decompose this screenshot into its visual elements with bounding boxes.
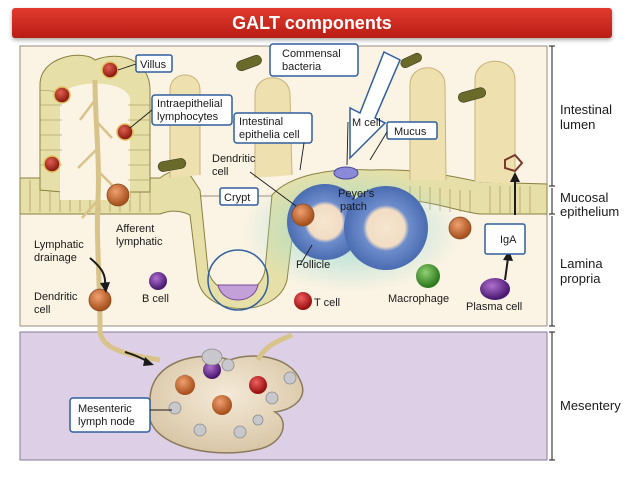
node-t-cell xyxy=(249,376,267,394)
m-cell-entry-arrow xyxy=(349,50,401,160)
iga-production-arrowhead xyxy=(503,250,513,261)
node-grey-large-cell xyxy=(201,348,223,366)
b-cell-label: B cell xyxy=(142,293,169,305)
plasma-cell-label: Plasma cell xyxy=(466,301,522,313)
dendritic-cell-right xyxy=(448,216,472,240)
b-cell-shape xyxy=(149,272,167,290)
leader-lines xyxy=(117,63,388,411)
macrophage-shape xyxy=(416,264,440,288)
intestinal-lumen-label-2: lumen xyxy=(560,117,595,132)
node-dendritic-cell-1 xyxy=(175,375,195,395)
mucosal-epithelium-label-1: Mucosal xyxy=(560,190,609,205)
efferent-vessel xyxy=(255,332,293,362)
region-dividers xyxy=(549,45,555,461)
mucosal-epithelium-label-2: epithelium xyxy=(560,204,619,219)
lymphatic-drainage-label-2: drainage xyxy=(34,252,77,264)
lymphatic-drainage-label-1: Lymphatic xyxy=(34,239,84,251)
intraepithelial-label-1: Intraepithelial xyxy=(157,98,222,110)
crypt-paneth-cells xyxy=(217,284,259,301)
dendritic-cell-top-label-1: Dendritic xyxy=(212,153,256,165)
commensal-bacteria-label-1: Commensal xyxy=(282,48,341,60)
intestinal-epithelia-label-1: Intestinal xyxy=(239,116,283,128)
peyers-patch-label-1: Peyer's xyxy=(338,188,375,200)
iga-production-arrow xyxy=(504,257,509,281)
node-b-cell xyxy=(203,361,221,379)
mesenteric-lymph-node-label-2: lymph node xyxy=(78,416,135,428)
lymphatic-drainage-arrowhead xyxy=(100,282,110,293)
t-cell-label: T cell xyxy=(314,297,340,309)
m-cell-shape xyxy=(333,166,359,180)
mucus-label: Mucus xyxy=(394,126,427,138)
node-arrowhead xyxy=(143,357,154,366)
follicle-label: Follicle xyxy=(296,259,330,271)
lamina-propria-label-1: Lamina xyxy=(560,256,603,271)
intestinal-epithelia-label-2: epithelia cell xyxy=(239,129,300,141)
dendritic-cell-left-label-1: Dendritic xyxy=(34,291,78,303)
intraepithelial-label-2: lymphocytes xyxy=(157,111,219,123)
label-boxes xyxy=(69,43,526,433)
background-villus-4 xyxy=(474,60,516,184)
dendritic-cell-left-label-2: cell xyxy=(34,304,51,316)
title-banner: GALT components xyxy=(12,8,612,38)
lymphatic-branches xyxy=(77,99,116,219)
m-cell-label: M cell xyxy=(352,117,381,129)
lamina-propria-label-2: propria xyxy=(560,271,601,286)
t-cell-shape xyxy=(294,292,312,310)
peyers-patch-label-2: patch xyxy=(340,201,367,213)
iga-molecule-lumen xyxy=(504,153,524,173)
iga-label: IgA xyxy=(500,234,517,246)
macrophage-label: Macrophage xyxy=(388,293,449,305)
crypt-highlight xyxy=(207,249,269,311)
plasma-cell-shape xyxy=(480,278,510,300)
dendritic-cell-top-label-2: cell xyxy=(212,166,229,178)
crypt-label: Crypt xyxy=(224,192,250,204)
mesenteric-lymph-node-label-1: Mesenteric xyxy=(78,403,132,415)
mesentery-label: Mesentery xyxy=(560,398,621,413)
node-dendritic-cell-2 xyxy=(212,395,232,415)
commensal-bacteria-label-2: bacteria xyxy=(282,61,322,73)
dendritic-cell-epithelium xyxy=(291,203,315,227)
follicle-right xyxy=(344,186,428,270)
iga-secretion-arrowhead xyxy=(510,172,520,182)
dendritic-cell-villus xyxy=(106,183,130,207)
afferent-lymphatic-label-1: Afferent xyxy=(116,223,154,235)
afferent-lymphatic-label-2: lymphatic xyxy=(116,236,163,248)
bacteria xyxy=(157,52,486,172)
follicle-left xyxy=(287,184,363,260)
dendritic-cell-drainage xyxy=(88,288,112,312)
villus-label: Villus xyxy=(140,59,167,71)
page-title: GALT components xyxy=(232,13,392,33)
afferent-lymphatic-vessel xyxy=(92,79,161,363)
intestinal-lumen-label-1: Intestinal xyxy=(560,102,612,117)
intraepithelial-lymphocytes xyxy=(43,61,134,173)
